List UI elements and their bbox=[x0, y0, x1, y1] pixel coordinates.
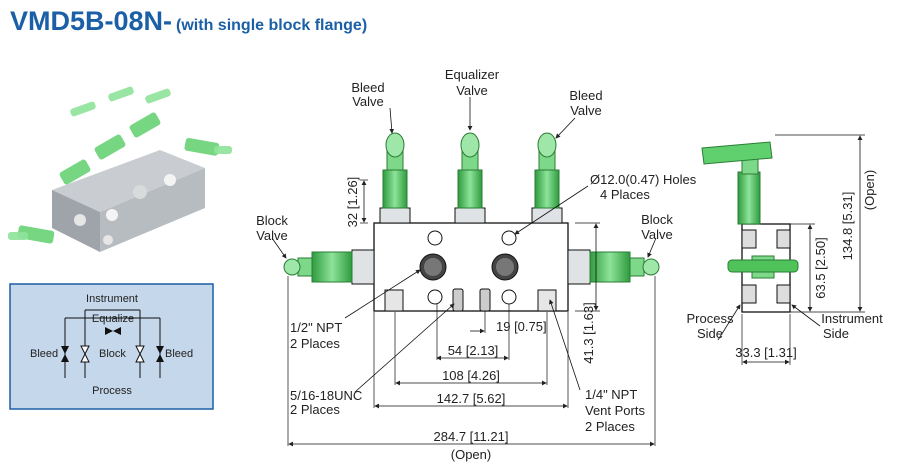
npt-quarter-label-3: 2 Places bbox=[585, 419, 635, 434]
schematic-equalize-label: Equalize bbox=[92, 313, 134, 325]
front-view bbox=[271, 97, 660, 447]
page-title: VMD5B-08N-(with single block flange) bbox=[10, 6, 367, 37]
model-subtitle: (with single block flange) bbox=[176, 17, 368, 34]
open-side-label: (Open) bbox=[862, 170, 877, 210]
valve-schematic: Instrument Equalize Bleed Block Bleed Pr… bbox=[9, 283, 214, 410]
bleed-valve-right-label-1: Bleed bbox=[569, 88, 602, 103]
schematic-instrument-label: Instrument bbox=[86, 293, 138, 305]
dim-284: 284.7 [11.21] bbox=[434, 429, 509, 444]
npt-quarter-label-1: 1/4" NPT bbox=[585, 387, 637, 402]
unc-label-2: 2 Places bbox=[290, 402, 340, 417]
unc-label-1: 5/16-18UNC bbox=[290, 388, 362, 403]
process-side-label-1: Process bbox=[687, 311, 734, 326]
bleed-valve-left-label-1: Bleed bbox=[351, 80, 384, 95]
dim-19: 19 [0.75] bbox=[496, 319, 547, 334]
schematic-bleed-right-label: Bleed bbox=[165, 348, 193, 360]
dim-33: 33.3 [1.31] bbox=[735, 345, 796, 360]
dim-142: 142.7 [5.62] bbox=[437, 391, 506, 406]
dim-134: 134.8 [5.31] bbox=[840, 192, 855, 261]
open-bottom-label: (Open) bbox=[451, 447, 491, 462]
side-view bbox=[701, 134, 865, 365]
block-valve-right-label-1: Block bbox=[641, 212, 673, 227]
holes-label-1: Ø12.0(0.47) Holes bbox=[590, 172, 697, 187]
valve-stems bbox=[379, 132, 563, 224]
block-valve-left-label-2: Valve bbox=[256, 228, 288, 243]
block-valve-left-label-1: Block bbox=[256, 213, 288, 228]
manifold-3d-render bbox=[8, 86, 232, 252]
bleed-valve-left-label-2: Valve bbox=[352, 94, 384, 109]
schematic-bleed-left-label: Bleed bbox=[30, 348, 58, 360]
instrument-side-label-1: Instrument bbox=[821, 311, 883, 326]
npt-half-label-1: 1/2" NPT bbox=[290, 320, 342, 335]
process-side-label-2: Side bbox=[697, 326, 723, 341]
schematic-process-label: Process bbox=[92, 385, 132, 397]
equalizer-valve-label-2: Valve bbox=[456, 83, 488, 98]
holes-label-2: 4 Places bbox=[600, 187, 650, 202]
block-valve-right-label-2: Valve bbox=[641, 227, 673, 242]
dim-32: 32 [1.26] bbox=[345, 177, 360, 228]
model-number: VMD5B-08N- bbox=[10, 6, 173, 36]
npt-half-label-2: 2 Places bbox=[290, 336, 340, 351]
dim-108: 108 [4.26] bbox=[442, 368, 500, 383]
dim-41: 41.3 [1.63] bbox=[581, 302, 596, 363]
instrument-side-label-2: Side bbox=[823, 326, 849, 341]
dim-54: 54 [2.13] bbox=[448, 343, 499, 358]
dim-63: 63.5 [2.50] bbox=[813, 237, 828, 298]
npt-quarter-label-2: Vent Ports bbox=[585, 403, 645, 418]
schematic-block-label: Block bbox=[99, 348, 126, 360]
bleed-valve-right-label-2: Valve bbox=[570, 103, 602, 118]
equalizer-valve-label-1: Equalizer bbox=[445, 67, 500, 82]
